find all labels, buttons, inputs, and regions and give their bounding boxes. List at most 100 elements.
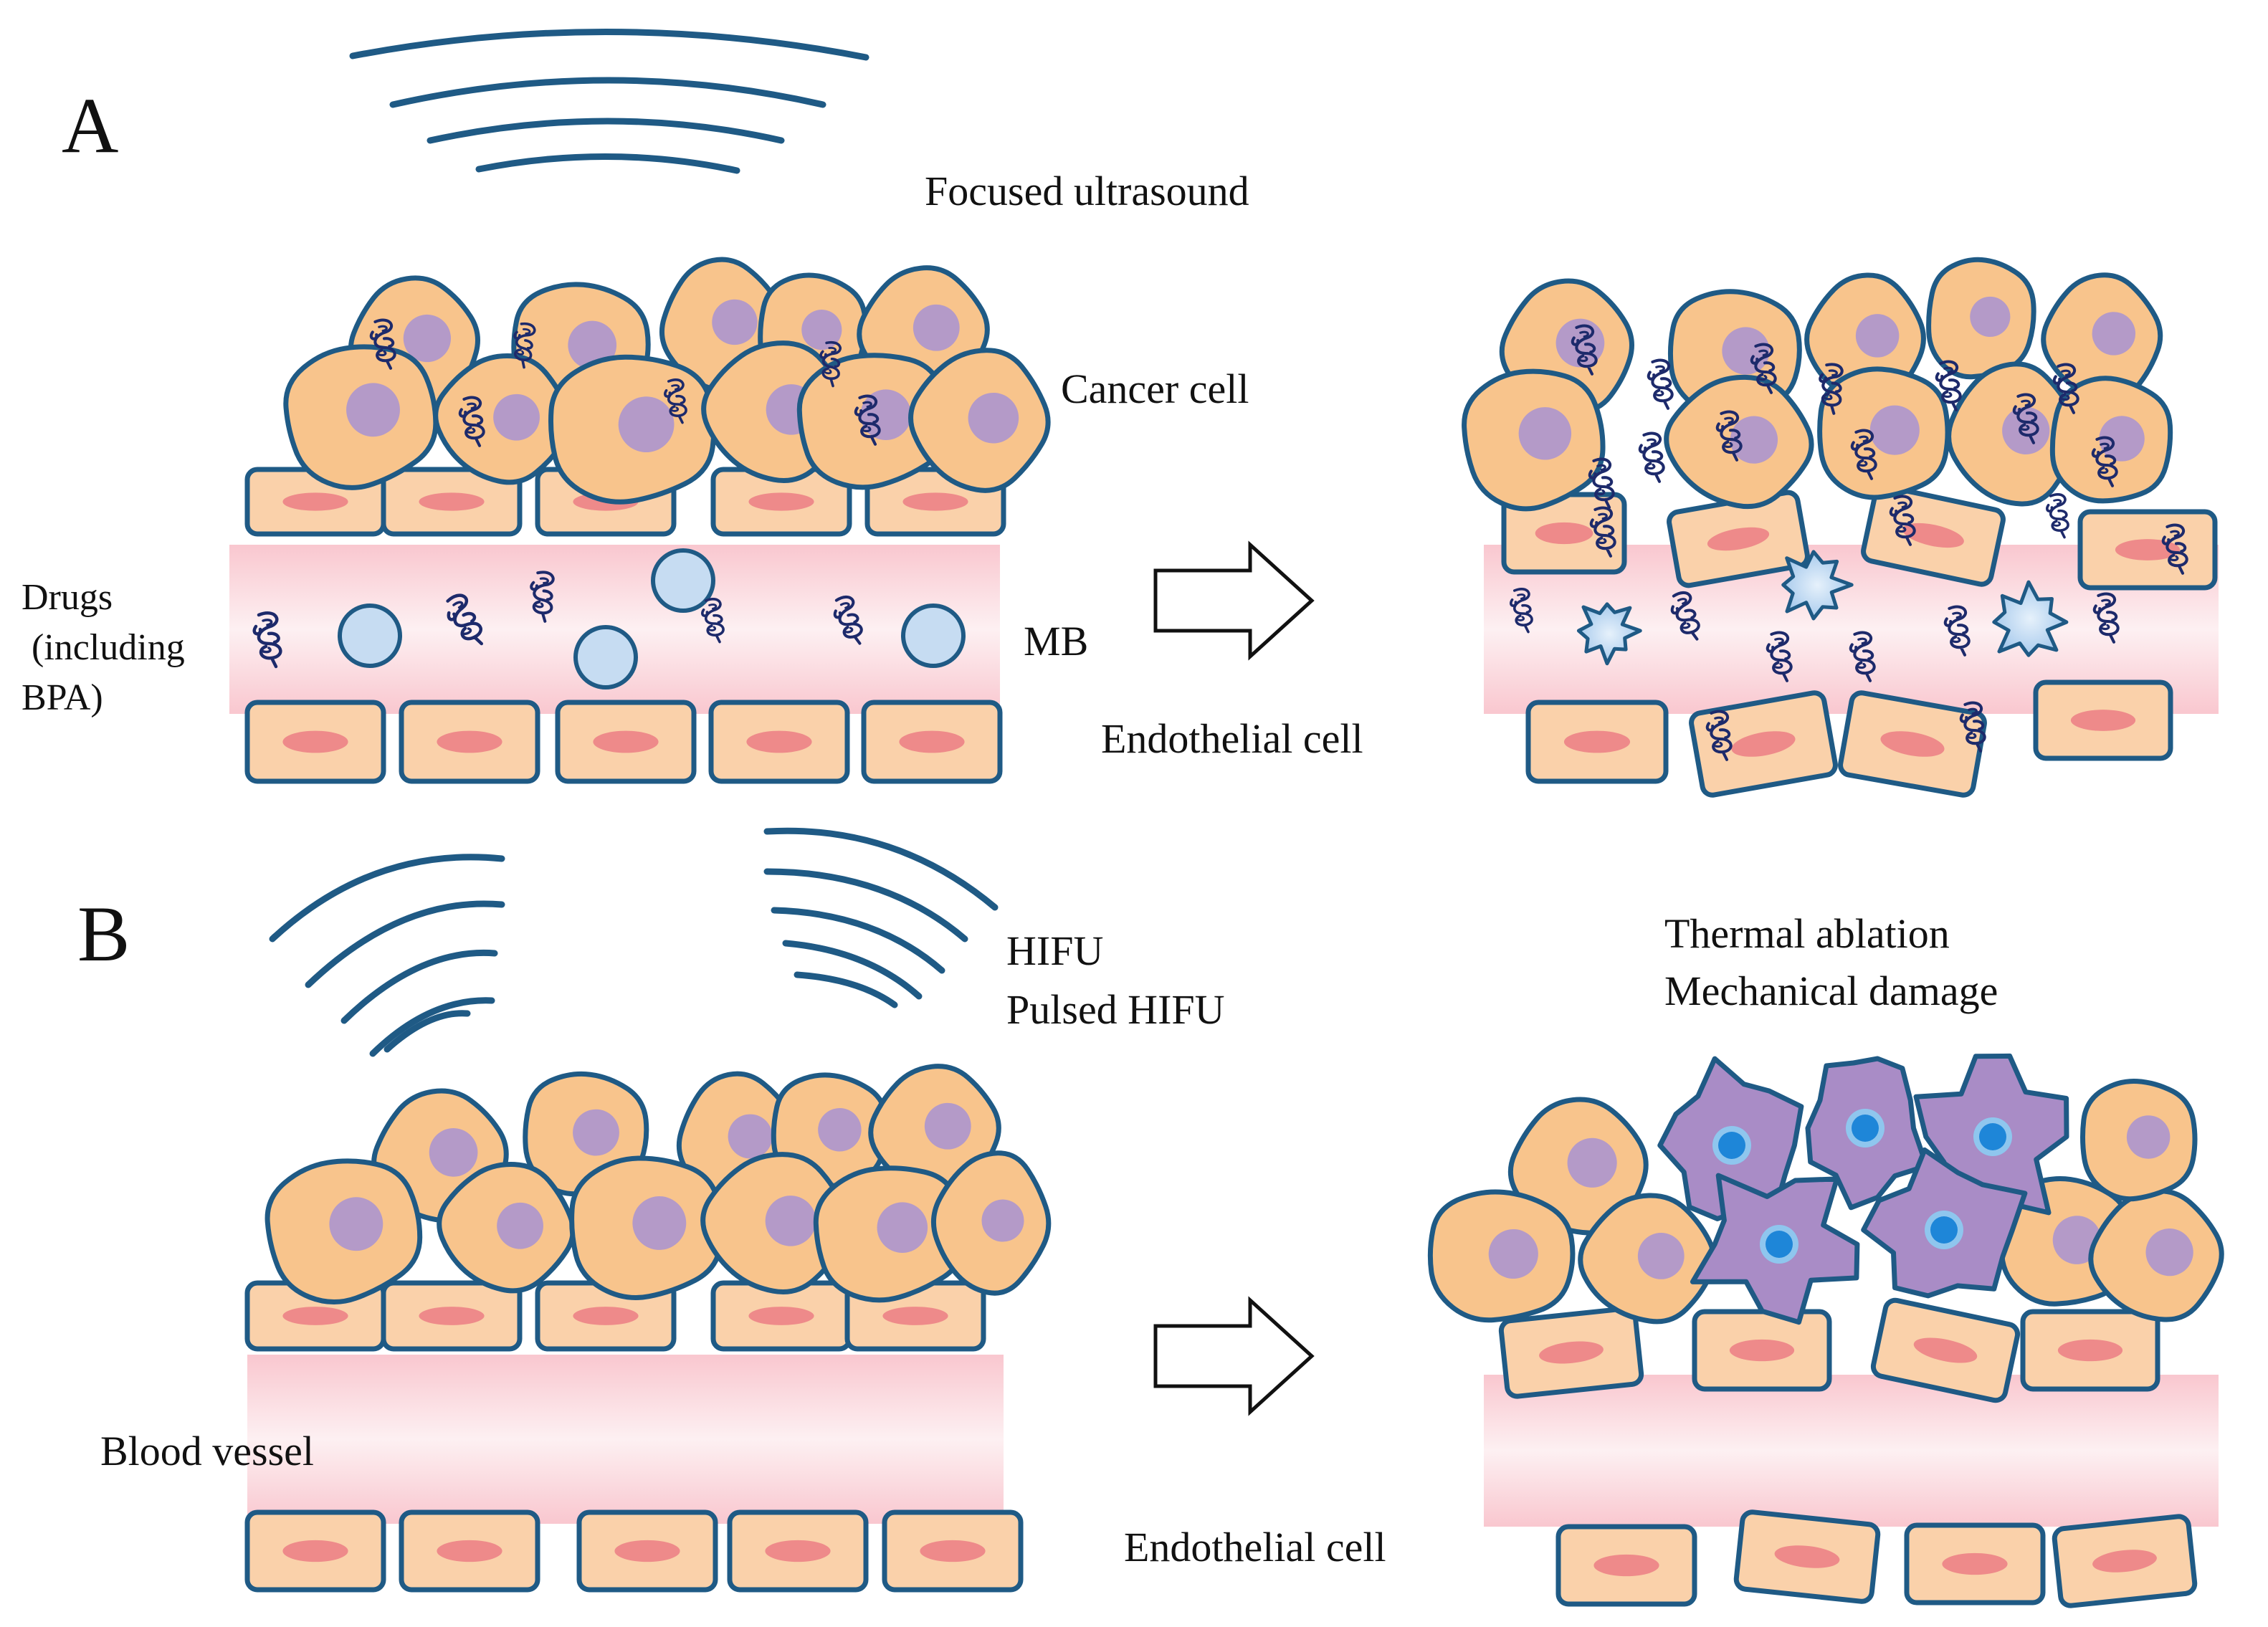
endothelial-cell — [381, 467, 523, 537]
drug-molecule-icon — [2046, 493, 2069, 539]
nucleus — [920, 1540, 986, 1562]
nucleus — [437, 1540, 502, 1562]
nucleus — [1535, 522, 1593, 545]
pulsed-hifu-label: Pulsed HIFU — [1006, 986, 1225, 1033]
nucleus — [712, 299, 758, 345]
drug-molecule-icon — [513, 322, 536, 369]
drug-molecule-icon — [1705, 710, 1733, 761]
nucleus — [329, 1197, 383, 1251]
drug-molecule-icon — [833, 595, 863, 645]
burst-microbubble-icon — [1992, 580, 2069, 657]
drugs-label-line-3: BPA) — [22, 677, 103, 718]
nucleus — [746, 730, 812, 753]
nucleus — [493, 393, 540, 441]
drug-molecule-icon — [664, 378, 687, 424]
cancer-cell-label: Cancer cell — [1061, 366, 1249, 412]
cancer-cell — [437, 1162, 576, 1294]
cancer-cell — [2088, 1188, 2224, 1322]
nucleus — [1730, 416, 1778, 464]
cancer-cell-cluster-b — [265, 1064, 1052, 1305]
nucleus — [882, 1307, 948, 1325]
cancer-cell — [700, 1152, 851, 1294]
nucleus — [2057, 1339, 2123, 1362]
nucleus — [728, 1114, 773, 1159]
nucleus — [2145, 1228, 2193, 1277]
cancer-cell — [548, 354, 717, 505]
cancer-cell — [569, 1155, 724, 1300]
drug-molecule-icon — [1571, 324, 1598, 376]
drug-group — [252, 318, 881, 669]
nucleus — [1731, 731, 1796, 757]
nucleus — [282, 1540, 348, 1562]
microbubble-icon — [338, 603, 402, 668]
nucleus — [573, 1109, 619, 1156]
drug-molecule-icon — [1850, 429, 1877, 480]
nucleus — [346, 383, 400, 437]
drug-molecule-icon — [2161, 523, 2188, 575]
drug-molecule-icon — [1750, 343, 1777, 394]
nucleus — [1707, 527, 1770, 551]
nucleus — [913, 304, 960, 351]
drug-molecule-icon — [1943, 605, 1971, 657]
nucleus — [1518, 407, 1572, 460]
drug-molecule-icon — [1959, 701, 1986, 753]
endothelial-cell — [244, 700, 386, 784]
drug-molecule-icon — [1849, 631, 1876, 682]
drugs-label-line-1: Drugs — [22, 577, 113, 618]
microbubble-group — [338, 548, 966, 690]
nucleus — [282, 730, 348, 753]
cancer-cell — [1427, 1189, 1576, 1323]
nucleus — [2126, 1115, 2171, 1159]
endothelial-cells-b-treated — [1498, 1297, 2198, 1608]
nucleus — [632, 1196, 687, 1250]
drug-molecule-icon — [1766, 631, 1793, 682]
nucleus — [1869, 405, 1920, 455]
nucleus — [282, 1307, 348, 1325]
nucleus — [419, 1307, 485, 1325]
mechanical-damage-label: Mechanical damage — [1664, 968, 1998, 1014]
nucleus — [497, 1202, 543, 1249]
drug-molecule-icon — [1647, 358, 1674, 410]
drug-molecule-icon — [2091, 436, 2118, 487]
cancer-cell — [1507, 1097, 1649, 1236]
endothelial-cell — [2033, 679, 2173, 761]
drug-molecule-icon — [854, 394, 881, 446]
cancer-cell — [1946, 361, 2080, 507]
nucleus — [1567, 1137, 1617, 1188]
nucleus — [1563, 730, 1631, 753]
microbubble-icon — [573, 625, 638, 690]
drugs-label-line-2: (including — [32, 627, 185, 668]
drug-molecule-icon — [369, 318, 396, 370]
endothelial-cell — [576, 1509, 718, 1593]
panel-b: B HIFU Pulsed HIFU Blood vessel Therm — [77, 827, 2224, 1608]
endothelial-cell — [1870, 1297, 2021, 1403]
nucleus — [1729, 1339, 1795, 1362]
nucleus — [818, 1107, 862, 1152]
nucleus — [1637, 1233, 1685, 1279]
endothelial-row-lower-b — [244, 1509, 1024, 1593]
endothelial-cell — [2020, 1309, 2160, 1392]
drug-molecule-icon — [2052, 363, 2079, 414]
microbubble-icon — [901, 603, 966, 668]
nucleus — [924, 1102, 971, 1150]
cancer-cell — [1578, 1193, 1717, 1325]
endothelial-cell-label-b: Endothelial cell — [1124, 1524, 1386, 1570]
endothelial-cell — [399, 700, 540, 784]
endothelial-cell — [399, 1509, 540, 1593]
drug-molecule-icon — [1588, 457, 1615, 509]
nucleus — [437, 730, 502, 753]
cancer-cell — [813, 1165, 967, 1303]
nucleus — [1942, 1552, 2008, 1575]
endothelial-cell — [708, 700, 850, 784]
endothelial-cell — [244, 1509, 386, 1593]
blood-vessel-label: Blood vessel — [100, 1428, 314, 1474]
cancer-cell-cluster-b-treated — [1427, 1053, 2224, 1325]
cancer-cell — [1817, 366, 1950, 500]
drug-molecule-icon — [701, 598, 725, 644]
nucleus — [748, 492, 814, 511]
nucleus — [765, 1196, 816, 1246]
nucleus — [2092, 1550, 2157, 1573]
damaged-cancer-cell — [1690, 1173, 1860, 1325]
arrow-right-icon — [1153, 1296, 1315, 1416]
nucleus — [282, 492, 348, 511]
